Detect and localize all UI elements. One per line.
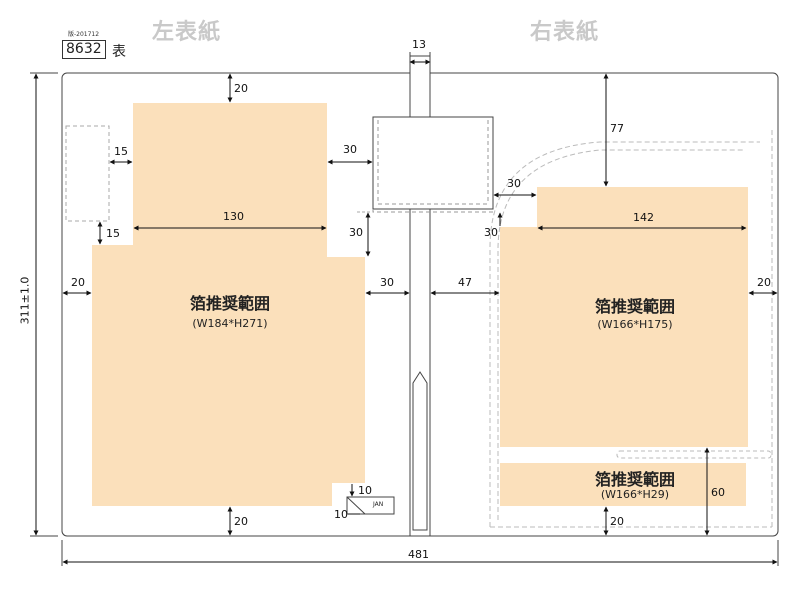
dim-left-step-right: 30 — [349, 226, 363, 239]
jan-label: JAN — [373, 501, 384, 508]
right-main-area-title: 箔推奨範囲 — [594, 297, 675, 316]
right-bottom-area-title: 箔推奨範囲 — [594, 470, 675, 489]
dim-right-upper-width: 142 — [633, 211, 654, 224]
dim-left-step-vertical: 15 — [106, 227, 120, 240]
left-foil-area-lower — [92, 257, 365, 506]
dim-right-bottom-margin: 20 — [610, 515, 624, 528]
dim-left-upper-to-spine: 30 — [343, 143, 357, 156]
right-cover-heading: 右表紙 — [530, 20, 600, 45]
dim-total-width: 481 — [408, 548, 429, 561]
dim-right-step-vertical: 30 — [484, 226, 498, 239]
dim-right-top-gap: 77 — [610, 122, 624, 135]
right-main-area-size: (W166*H175) — [597, 318, 673, 331]
dim-left-bottom-margin: 20 — [234, 515, 248, 528]
dim-right-step-horizontal: 30 — [507, 177, 521, 190]
dim-total-height-wrap: 311±1.0 — [0, 276, 50, 324]
dim-spine-width: 13 — [412, 38, 426, 51]
side-label: 表 — [112, 44, 126, 60]
dim-total-height: 311±1.0 — [18, 276, 32, 324]
left-cover-heading: 左表紙 — [152, 20, 222, 45]
product-code: 8632 — [62, 40, 106, 59]
spine-tab — [412, 371, 428, 531]
dim-left-to-spine: 30 — [380, 276, 394, 289]
right-bottom-area-size: (W166*H29) — [600, 488, 670, 501]
revision-label: 版-201712 — [68, 31, 100, 38]
left-foil-area-mid — [92, 245, 327, 257]
dim-right-bottom-height: 60 — [711, 486, 725, 499]
left-foil-area-upper — [133, 103, 327, 245]
spine-label-box — [372, 116, 494, 210]
dim-left-top-margin: 20 — [234, 82, 248, 95]
dim-left-upper-width: 130 — [223, 210, 244, 223]
dim-jan-height: 10 — [358, 484, 372, 497]
left-area-size: (W184*H271) — [192, 317, 268, 330]
dim-left-outer-margin: 20 — [71, 276, 85, 289]
dim-spine-to-right: 47 — [458, 276, 472, 289]
left-pocket — [65, 125, 110, 222]
right-foil-area-main — [500, 227, 748, 447]
dim-left-upper-side-gap: 15 — [114, 145, 128, 158]
right-foil-area-upper — [537, 187, 748, 227]
dim-right-outer-margin: 20 — [757, 276, 771, 289]
left-area-title: 箔推奨範囲 — [189, 294, 270, 313]
dim-jan-width: 10 — [334, 508, 348, 521]
